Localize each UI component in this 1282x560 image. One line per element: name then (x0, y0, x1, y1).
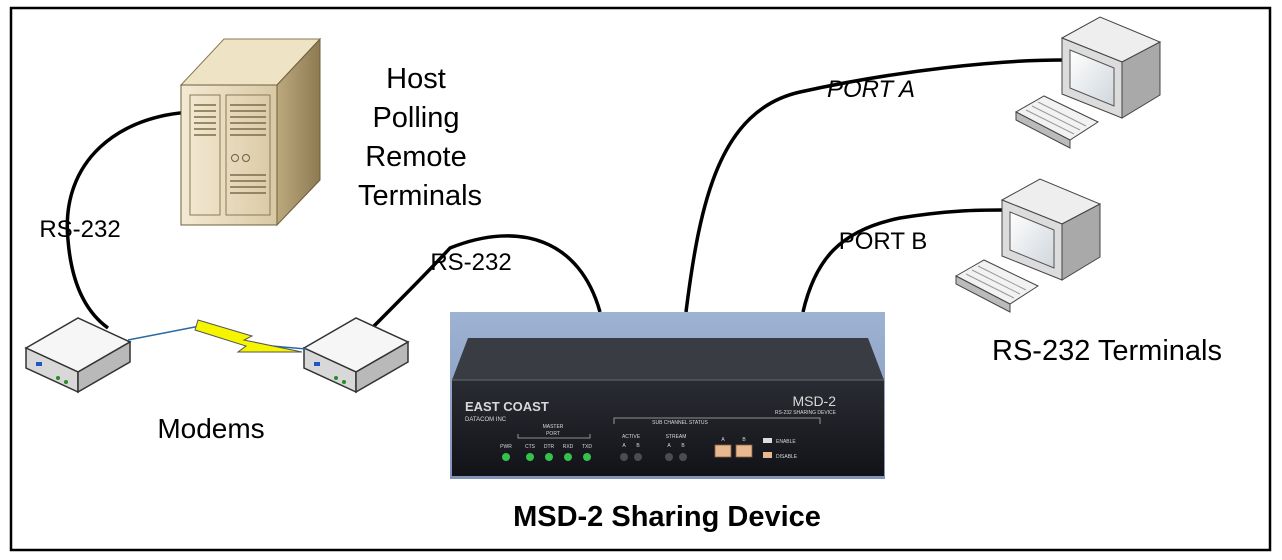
svg-text:Host Polling Remote: Host Polling Remote Terminals (358, 63, 482, 212)
port-a-label: PORT A (827, 76, 915, 103)
terminals-label: RS-232 Terminals (992, 335, 1222, 367)
rs232-label-device: RS-232 (430, 249, 511, 276)
master-port-label-1: MASTER (543, 424, 564, 430)
modem-right-icon (302, 317, 410, 394)
enable-label: ENABLE (776, 439, 796, 445)
host-label-line-2: Polling (372, 102, 459, 134)
cable-host-modem (65, 110, 194, 330)
stream-b-label: B (681, 443, 685, 449)
led-active-a (620, 453, 628, 461)
port-b-label: PORT B (839, 228, 927, 255)
host-label-line-1: Host (386, 63, 446, 95)
device-brand: EAST COAST (465, 399, 549, 414)
lightning-bolt-icon (194, 319, 303, 353)
led-stream-b (679, 453, 687, 461)
led-active-b (634, 453, 642, 461)
device-brand-sub: DATACOM INC (465, 417, 507, 423)
led-label-cts: CTS (525, 444, 536, 450)
led-stream-a (665, 453, 673, 461)
terminal-a-icon (1014, 16, 1162, 149)
host-label-line-4: Terminals (358, 180, 482, 212)
host-server-icon (179, 37, 322, 227)
modems-label: Modems (157, 413, 264, 444)
led-rxd (564, 453, 572, 461)
led-label-dtr: DTR (544, 444, 555, 450)
active-b-label: B (636, 443, 640, 449)
led-label-rxd: RXD (563, 444, 574, 450)
device-model-sub: RS-232 SHARING DEVICE (775, 410, 837, 416)
led-txd (583, 453, 591, 461)
rs232-label-host: RS-232 (39, 216, 120, 243)
master-port-label-2: PORT (546, 431, 560, 437)
host-label-line-3: Remote (365, 141, 467, 173)
device-caption: MSD-2 Sharing Device (513, 501, 821, 533)
cables (65, 58, 1063, 332)
cable-port-b (801, 208, 1003, 313)
device-model: MSD-2 (792, 393, 836, 409)
button-a-label: A (721, 437, 725, 443)
disable-label: DISABLE (776, 454, 798, 460)
led-dtr (545, 453, 553, 461)
button-b (735, 444, 753, 458)
button-a (714, 444, 732, 458)
led-cts (526, 453, 534, 461)
active-a-label: A (622, 443, 626, 449)
led-pwr (502, 453, 510, 461)
wireless-link (127, 319, 307, 353)
stream-a-label: A (667, 443, 671, 449)
msd2-device-photo: EAST COAST DATACOM INC MSD-2 RS-232 SHAR… (450, 312, 885, 479)
button-b-label: B (742, 437, 746, 443)
sub-channel-status-label: SUB CHANNEL STATUS (652, 420, 708, 426)
active-label: ACTIVE (622, 434, 641, 440)
modem-left-icon (24, 317, 132, 394)
led-label-pwr: PWR (500, 444, 512, 450)
cable-modem-device (368, 234, 602, 332)
led-label-txd: TXD (582, 444, 592, 450)
terminal-b-icon (954, 178, 1102, 313)
stream-label: STREAM (666, 434, 687, 440)
cable-port-a (684, 58, 1063, 313)
